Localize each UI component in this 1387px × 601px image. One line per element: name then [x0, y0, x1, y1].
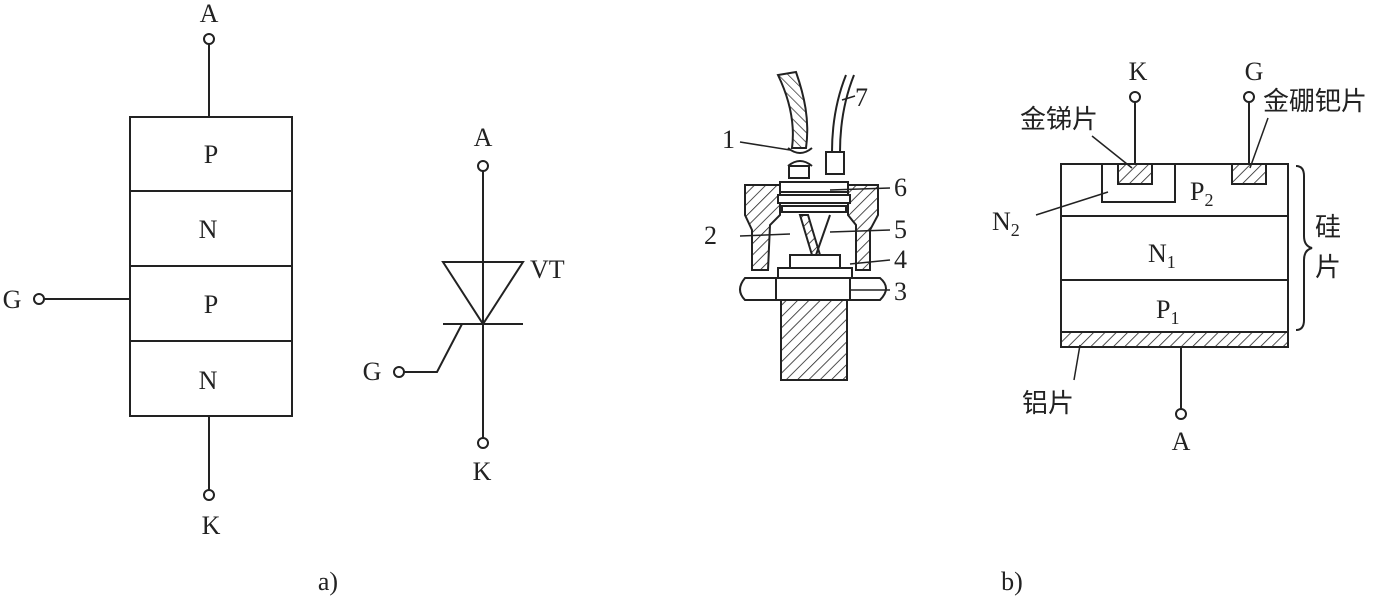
cathode-terminal [203, 489, 215, 501]
callout-1: 1 [722, 125, 735, 154]
chip-gate-label: G [1245, 57, 1264, 86]
callout-5: 5 [894, 215, 907, 244]
symbol-gate-label: G [363, 357, 382, 386]
gate-terminal [33, 293, 45, 305]
callout-7: 7 [855, 83, 868, 112]
n2-label: N2 [992, 207, 1020, 240]
callout-4: 4 [894, 245, 907, 274]
thyristor-symbol [393, 160, 525, 449]
threaded-stud [780, 299, 848, 381]
layer-4-label: N [199, 366, 218, 395]
gold-boron-palladium-contact [1231, 163, 1267, 185]
symbol-anode-label: A [474, 123, 493, 152]
gold-antimony-label: 金锑片 [1020, 105, 1098, 135]
chip-anode-label: A [1172, 427, 1191, 456]
diode-triangle [441, 261, 525, 326]
gold-boron-palladium-label: 金硼钯片 [1263, 87, 1367, 117]
pnpn-cathode-label: K [202, 511, 221, 540]
callout-2: 2 [704, 221, 717, 250]
silicon-label-top: 硅 [1315, 213, 1341, 243]
chip-gate-terminal [1243, 91, 1255, 103]
chip-cross-section [1035, 91, 1313, 420]
pnpn-gate-label: G [3, 285, 22, 314]
anode-terminal [203, 33, 215, 45]
callout-6: 6 [894, 173, 907, 202]
gate-lead [404, 323, 463, 373]
chip-anode-terminal [1175, 408, 1187, 420]
symbol-anode-terminal [477, 160, 489, 172]
silicon-brace [1295, 165, 1313, 331]
symbol-cathode-label: K [473, 457, 492, 486]
caption-b: b) [1001, 567, 1023, 596]
aluminum-label: 铝片 [1022, 389, 1074, 419]
layer-3-label: P [204, 290, 218, 319]
layer-2-label: N [199, 215, 218, 244]
package-drawing [739, 70, 891, 381]
chip-cathode-label: K [1129, 57, 1148, 86]
symbol-cathode-terminal [477, 437, 489, 449]
caption-a: a) [318, 567, 338, 596]
pnpn-structure [33, 33, 293, 501]
pnpn-anode-label: A [200, 0, 219, 28]
p1-label: P1 [1156, 295, 1179, 328]
n1-label: N1 [1148, 239, 1176, 272]
p2-label: P2 [1190, 177, 1213, 210]
callout-3: 3 [894, 277, 907, 306]
symbol-designator-label: VT [530, 255, 565, 284]
n2-well [1101, 164, 1176, 203]
chip-cathode-terminal [1129, 91, 1141, 103]
symbol-gate-terminal [393, 366, 405, 378]
layer-1-label: P [204, 140, 218, 169]
aluminum-layer [1060, 331, 1289, 348]
gold-antimony-contact [1117, 163, 1153, 185]
silicon-label-bottom: 片 [1315, 253, 1341, 283]
